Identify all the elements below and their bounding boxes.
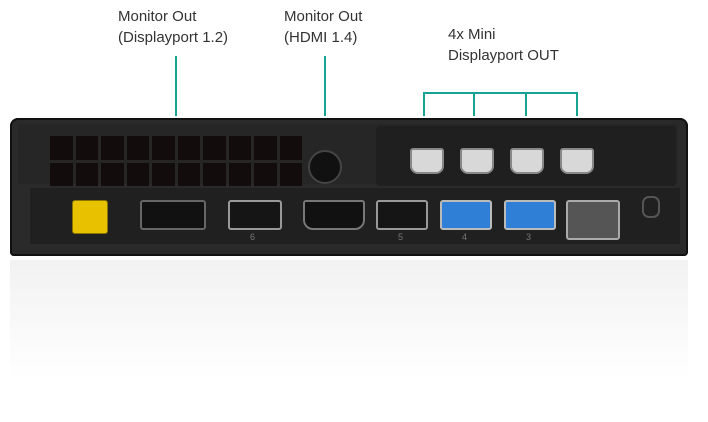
port-number: 4	[462, 232, 468, 242]
callout-line	[473, 92, 475, 116]
hdmi-port[interactable]	[303, 200, 365, 230]
label-line: Monitor Out	[118, 8, 197, 25]
mini-pc-rear-panel: 6 5 4 3	[10, 118, 688, 256]
mini-displayport[interactable]	[560, 148, 594, 174]
label-hdmi: Monitor Out (HDMI 1.4)	[284, 6, 362, 48]
callout-line	[525, 92, 527, 116]
usb3-port-4[interactable]	[440, 200, 492, 230]
mini-displayport[interactable]	[460, 148, 494, 174]
callout-line	[423, 92, 425, 116]
security-lock-slot[interactable]	[642, 196, 660, 218]
callout-line	[576, 92, 578, 116]
displayport[interactable]	[140, 200, 206, 230]
usb3-port-3[interactable]	[504, 200, 556, 230]
expansion-card	[376, 126, 676, 186]
mini-displayport[interactable]	[510, 148, 544, 174]
label-line: Monitor Out	[284, 8, 363, 25]
power-port[interactable]	[72, 200, 108, 234]
callout-line	[324, 56, 326, 116]
usb-port-6[interactable]	[228, 200, 282, 230]
reflection	[10, 260, 688, 380]
label-line: (HDMI 1.4)	[284, 29, 358, 46]
vent-grille	[50, 136, 302, 186]
label-line: (Displayport 1.2)	[118, 29, 229, 46]
thumbscrew-icon	[308, 150, 342, 184]
label-line: Displayport OUT	[448, 47, 559, 64]
mini-displayport[interactable]	[410, 148, 444, 174]
callout-line	[175, 56, 177, 116]
label-displayport: Monitor Out (Displayport 1.2)	[118, 6, 228, 48]
port-number: 3	[526, 232, 532, 242]
callout-line	[423, 92, 578, 94]
label-line: 4x Mini	[448, 26, 496, 43]
port-number: 5	[398, 232, 404, 242]
port-number: 6	[250, 232, 256, 242]
usb-port-5[interactable]	[376, 200, 428, 230]
ethernet-port[interactable]	[566, 200, 620, 240]
